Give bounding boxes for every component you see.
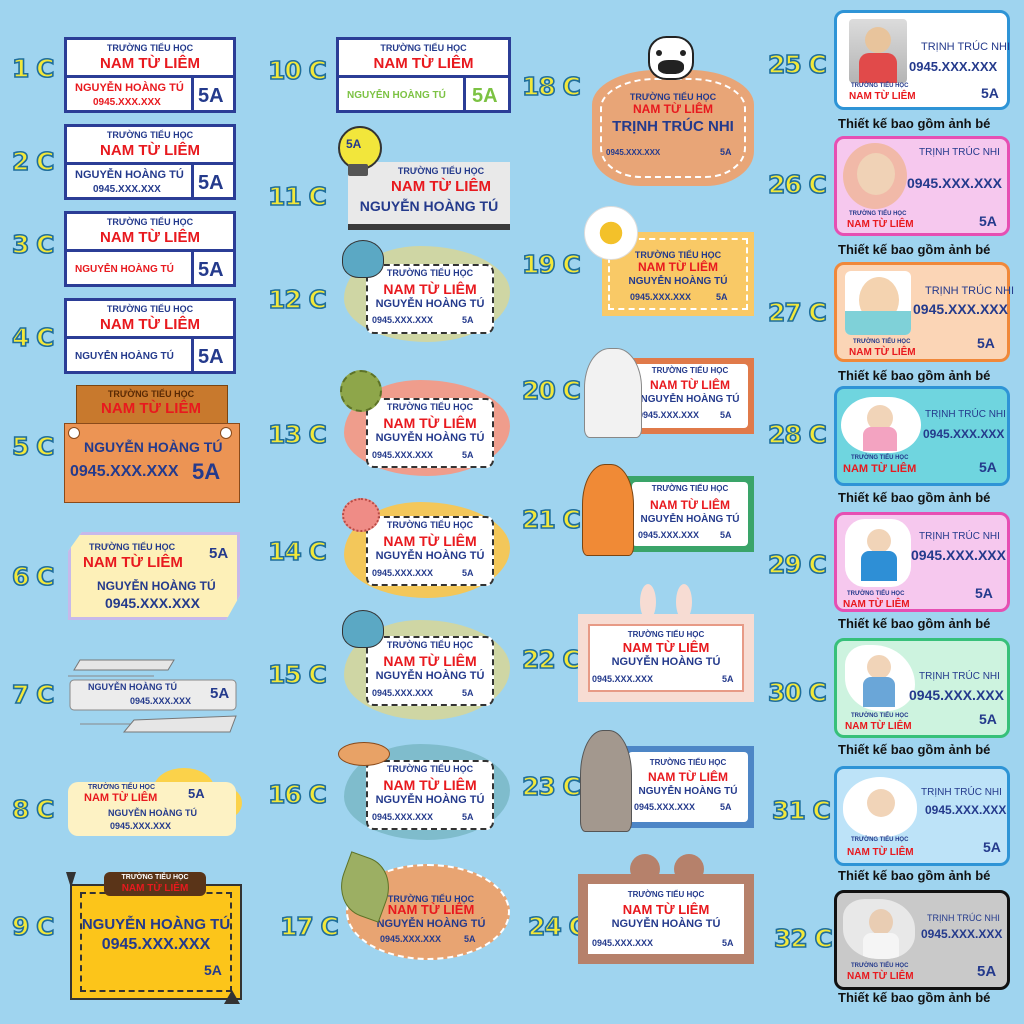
child-photo-icon: [843, 143, 907, 209]
label-11: 11 C: [267, 181, 327, 212]
tag-11[interactable]: TRƯỜNG TIỂU HỌC NAM TỪ LIÊM NGUYỄN HOÀNG…: [336, 124, 516, 230]
label-19: 19 C: [521, 249, 581, 280]
label-4: 4 C: [11, 322, 55, 353]
tag-27[interactable]: TRỊNH TRÚC NHI 0945.XXX.XXX TRƯỜNG TIỂU …: [834, 262, 1014, 362]
tag-3[interactable]: TRƯỜNG TIỂU HỌC NAM TỪ LIÊM NGUYỄN HOÀNG…: [64, 211, 236, 287]
label-5: 5 C: [11, 431, 55, 462]
label-10: 10 C: [267, 55, 327, 86]
label-30: 30 C: [767, 677, 827, 708]
child-photo-icon: [843, 777, 917, 837]
tag-10[interactable]: TRƯỜNG TIỂU HỌC NAM TỪ LIÊM NGUYỄN HOÀNG…: [336, 37, 511, 113]
tag-13[interactable]: TRƯỜNG TIỂU HỌC NAM TỪ LIÊM NGUYỄN HOÀNG…: [336, 368, 512, 480]
label-31: 31 C: [771, 795, 831, 826]
tag-28[interactable]: TRỊNH TRÚC NHI 0945.XXX.XXX TRƯỜNG TIỂU …: [834, 386, 1010, 486]
label-25: 25 C: [767, 49, 827, 80]
label-12: 12 C: [267, 284, 327, 315]
label-27: 27 C: [767, 297, 827, 328]
tag-29[interactable]: TRỊNH TRÚC NHI 0945.XXX.XXX TRƯỜNG TIỂU …: [834, 512, 1010, 612]
tag-12[interactable]: TRƯỜNG TIỂU HỌC NAM TỪ LIÊM NGUYỄN HOÀNG…: [336, 238, 512, 344]
child-photo-icon: [841, 397, 921, 453]
tag-14[interactable]: TRƯỜNG TIỂU HỌC NAM TỪ LIÊM NGUYỄN HOÀNG…: [336, 492, 512, 600]
caption-26: Thiết kế bao gồm ảnh bé: [838, 242, 991, 257]
label-3: 3 C: [11, 229, 55, 260]
caption-25: Thiết kế bao gồm ảnh bé: [838, 116, 991, 131]
green-sun-icon: [340, 370, 382, 412]
label-18: 18 C: [521, 71, 581, 102]
label-2: 2 C: [11, 146, 55, 177]
tag-4[interactable]: TRƯỜNG TIỂU HỌC NAM TỪ LIÊM NGUYỄN HOÀNG…: [64, 298, 236, 374]
tag-30[interactable]: TRỊNH TRÚC NHI 0945.XXX.XXX TRƯỜNG TIỂU …: [834, 638, 1010, 738]
child-photo-icon: [849, 19, 907, 83]
grey-cat-icon: [580, 730, 632, 832]
tag-23[interactable]: TRƯỜNG TIỂU HỌC NAM TỪ LIÊM NGUYỄN HOÀNG…: [578, 728, 756, 832]
tag-21[interactable]: TRƯỜNG TIỂU HỌC NAM TỪ LIÊM NGUYỄN HOÀNG…: [580, 462, 756, 556]
blue-monster-icon: [342, 610, 384, 648]
tag-9[interactable]: TRƯỜNG TIỂU HỌC NAM TỪ LIÊM NGUYỄN HOÀNG…: [66, 870, 244, 1006]
tag-8[interactable]: TRƯỜNG TIỂU HỌC NAM TỪ LIÊM 5A NGUYỄN HO…: [64, 768, 244, 840]
tag-17[interactable]: TRƯỜNG TIỂU HỌC NAM TỪ LIÊM NGUYỄN HOÀNG…: [331, 851, 516, 962]
label-20: 20 C: [521, 375, 581, 406]
label-14: 14 C: [267, 536, 327, 567]
label-28: 28 C: [767, 419, 827, 450]
pink-virus-icon: [342, 498, 380, 532]
tag-18[interactable]: TRƯỜNG TIỂU HỌC NAM TỪ LIÊM TRỊNH TRÚC N…: [588, 36, 758, 188]
label-8: 8 C: [11, 794, 55, 825]
label-17: 17 C: [279, 911, 339, 942]
tag-19[interactable]: TRƯỜNG TIỂU HỌC NAM TỪ LIÊM NGUYỄN HOÀNG…: [584, 206, 756, 318]
tag-6[interactable]: TRƯỜNG TIỂU HỌC NAM TỪ LIÊM 5A NGUYỄN HO…: [68, 532, 240, 620]
daisy-icon: [584, 206, 638, 260]
label-16: 16 C: [267, 779, 327, 810]
tag-22[interactable]: TRƯỜNG TIỂU HỌC NAM TỪ LIÊM NGUYỄN HOÀNG…: [578, 584, 756, 704]
label-7: 7 C: [11, 679, 55, 710]
caption-32: Thiết kế bao gồm ảnh bé: [838, 990, 991, 1005]
label-32: 32 C: [773, 923, 833, 954]
caption-30: Thiết kế bao gồm ảnh bé: [838, 742, 991, 757]
child-photo-icon: [845, 271, 911, 335]
orange-cat-icon: [582, 464, 634, 556]
caption-29: Thiết kế bao gồm ảnh bé: [838, 616, 991, 631]
blue-monster-icon: [342, 240, 384, 278]
caption-31: Thiết kế bao gồm ảnh bé: [838, 868, 991, 883]
label-29: 29 C: [767, 549, 827, 580]
label-23: 23 C: [521, 771, 581, 802]
label-1: 1 C: [11, 53, 55, 84]
label-9: 9 C: [11, 911, 55, 942]
bunny-ears-icon: [640, 584, 656, 620]
tag-26[interactable]: TRỊNH TRÚC NHI 0945.XXX.XXX TRƯỜNG TIỂU …: [834, 136, 1010, 236]
caption-28: Thiết kế bao gồm ảnh bé: [838, 490, 991, 505]
child-photo-icon: [845, 519, 911, 587]
label-13: 13 C: [267, 419, 327, 450]
label-22: 22 C: [521, 644, 581, 675]
label-6: 6 C: [11, 561, 55, 592]
child-photo-icon: [843, 899, 915, 959]
tag-7[interactable]: NGUYỄN HOÀNG TÚ 0945.XXX.XXX 5A: [64, 656, 242, 736]
tag-31[interactable]: TRỊNH TRÚC NHI 0945.XXX.XXX TRƯỜNG TIỂU …: [834, 766, 1010, 866]
tag-16[interactable]: TRƯỜNG TIỂU HỌC NAM TỪ LIÊM NGUYỄN HOÀNG…: [336, 730, 512, 842]
tag-5[interactable]: TRƯỜNG TIỂU HỌC NAM TỪ LIÊM NGUYỄN HOÀNG…: [64, 385, 240, 503]
tag-1[interactable]: TRƯỜNG TIỂU HỌC NAM TỪ LIÊM NGUYỄN HOÀNG…: [64, 37, 236, 113]
label-21: 21 C: [521, 504, 581, 535]
child-photo-icon: [845, 645, 915, 711]
tag-32[interactable]: TRỊNH TRÚC NHI 0945.XXX.XXX TRƯỜNG TIỂU …: [834, 890, 1010, 990]
tag-25[interactable]: TRỊNH TRÚC NHI 0945.XXX.XXX NAM TỪ LIÊM …: [834, 10, 1010, 110]
tag-2[interactable]: TRƯỜNG TIỂU HỌC NAM TỪ LIÊM NGUYỄN HOÀNG…: [64, 124, 236, 200]
tag-15[interactable]: TRƯỜNG TIỂU HỌC NAM TỪ LIÊM NGUYỄN HOÀNG…: [336, 604, 512, 724]
caption-27: Thiết kế bao gồm ảnh bé: [838, 368, 991, 383]
tag-24[interactable]: TRƯỜNG TIỂU HỌC NAM TỪ LIÊM NGUYỄN HOÀNG…: [578, 854, 756, 966]
label-24: 24 C: [527, 911, 587, 942]
label-15: 15 C: [267, 659, 327, 690]
orange-fish-icon: [338, 742, 390, 766]
label-26: 26 C: [767, 169, 827, 200]
tag-20[interactable]: TRƯỜNG TIỂU HỌC NAM TỪ LIÊM NGUYỄN HOÀNG…: [580, 344, 756, 440]
white-cat-icon: [584, 348, 642, 438]
cow-icon: [648, 36, 694, 80]
